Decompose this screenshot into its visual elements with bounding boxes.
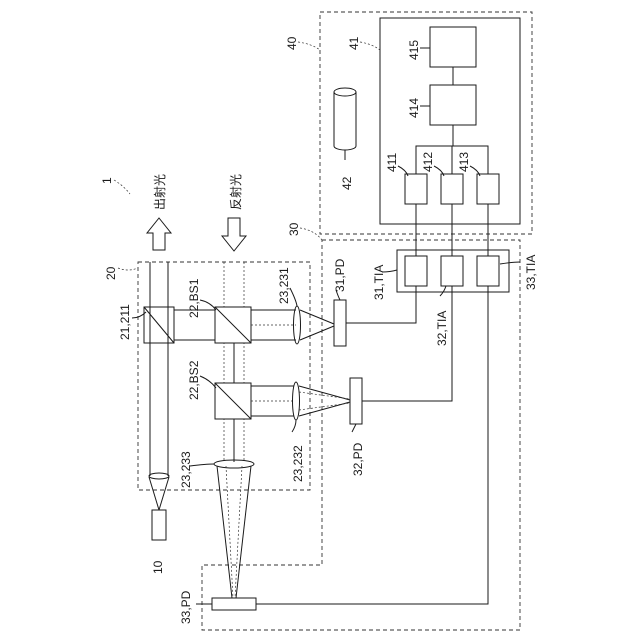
light-source-10 [152, 510, 166, 540]
label-processing-unit-40: 40 [285, 36, 299, 50]
leader-pd32 [352, 424, 356, 432]
label-pd32: 32,PD [351, 442, 365, 476]
focus-232-a [299, 386, 350, 400]
beam-splitter-bs2 [215, 383, 251, 419]
leader-bs1 [200, 300, 216, 310]
leader-231 [290, 288, 297, 306]
tia-33 [477, 256, 499, 286]
focus-231-b [300, 326, 334, 340]
leader-bs2 [200, 376, 216, 388]
label-block-413: 413 [457, 152, 471, 172]
storage-cylinder-42 [334, 88, 356, 150]
leader-1 [114, 180, 130, 194]
label-lens-233: 23,233 [179, 451, 193, 488]
tia-32 [441, 256, 463, 286]
label-pd31: 31,PD [333, 258, 347, 292]
photodiode-33 [212, 598, 256, 610]
label-lens-231: 23,231 [277, 267, 291, 304]
leader-30 [300, 228, 322, 240]
reflected-light-arrow [222, 218, 246, 251]
block-413 [477, 174, 499, 204]
receiver-unit-30-frame [202, 240, 520, 630]
photodiode-31 [334, 300, 346, 346]
lens-232 [293, 382, 300, 420]
photodiode-32 [350, 378, 362, 424]
block-415 [430, 27, 476, 67]
label-beam-splitter-211: 21,211 [118, 304, 132, 340]
focus-231-a [300, 310, 334, 324]
leader-233 [190, 464, 214, 466]
label-block-415: 415 [407, 40, 421, 60]
label-lens-232: 23,232 [291, 445, 305, 482]
focus-233-a [217, 466, 232, 598]
focus-232-b [299, 402, 350, 416]
label-light-source-10: 10 [151, 560, 165, 574]
label-circuit-board-41: 41 [347, 36, 361, 50]
collimator-lens-emit [149, 473, 169, 510]
lens-231 [294, 306, 301, 344]
block-411 [405, 174, 427, 204]
label-reflected-light: 反射光 [228, 174, 243, 210]
leader-232 [292, 420, 296, 432]
leader-41 [360, 42, 380, 50]
focus-233-b [236, 466, 251, 598]
label-optics-unit-20: 20 [104, 266, 118, 280]
label-receiver-unit-30: 30 [287, 222, 301, 236]
label-tia31: 31,TIA [372, 265, 386, 300]
label-block-414: 414 [407, 98, 421, 118]
label-block-411: 411 [385, 153, 399, 172]
label-storage-42: 42 [340, 176, 354, 190]
beam-splitter-211 [144, 307, 174, 343]
leader-40 [298, 42, 320, 50]
block-412 [441, 174, 463, 204]
emitted-light-arrow [147, 218, 171, 250]
label-bs1: 22,BS1 [187, 278, 201, 318]
leader-tia33 [500, 262, 520, 264]
leader-20 [118, 268, 138, 270]
label-system-1: 1 [100, 177, 114, 184]
wire-pd33-tia33 [256, 286, 488, 604]
tia-31 [405, 256, 427, 286]
label-pd33: 33,PD [179, 590, 193, 624]
block-414 [430, 85, 476, 125]
label-emitted-light: 出射光 [152, 174, 167, 210]
label-tia33: 33,TIA [524, 255, 538, 290]
label-tia32: 32,TIA [435, 311, 449, 346]
label-block-412: 412 [421, 152, 435, 172]
leader-tia32 [440, 286, 446, 296]
beam-splitter-bs1 [215, 307, 251, 343]
label-bs2: 22,BS2 [187, 360, 201, 400]
